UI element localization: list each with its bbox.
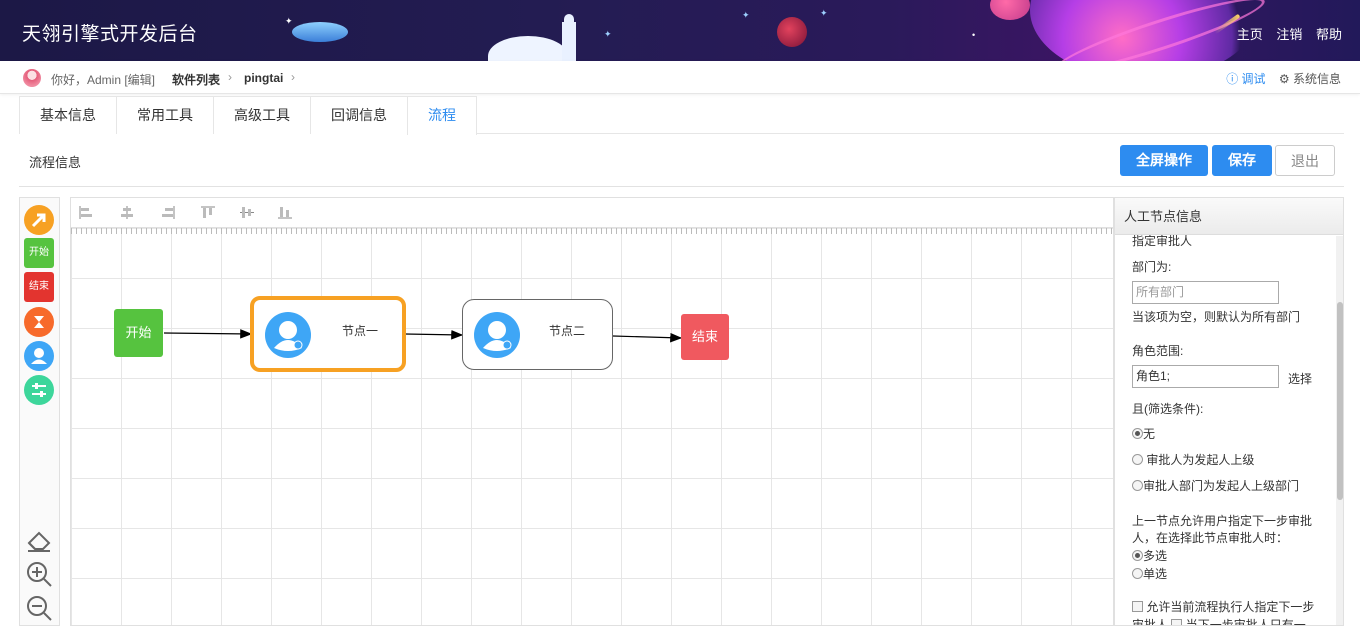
eraser-icon[interactable] <box>25 527 51 553</box>
filter-option-superior[interactable]: 审批人为发起人上级 <box>1132 451 1254 468</box>
connector-node2-end[interactable] <box>612 332 683 343</box>
breadcrumb-software-list[interactable]: 软件列表 <box>172 73 221 87</box>
node-label: 节点一 <box>342 324 379 338</box>
star-decoration: • <box>972 30 976 40</box>
tab-flow[interactable]: 流程 <box>407 96 477 135</box>
next-option-multi[interactable]: 多选 <box>1132 547 1167 564</box>
debug-link[interactable]: ⓘ 调试 <box>1226 72 1266 86</box>
star-decoration: ✦ <box>285 16 293 26</box>
radio-button[interactable] <box>1132 568 1143 579</box>
planet-decoration <box>1030 0 1260 61</box>
avatar[interactable] <box>23 69 41 87</box>
checkbox[interactable] <box>1132 601 1143 612</box>
help-link[interactable]: 帮助 <box>1315 27 1342 42</box>
checkbox[interactable] <box>1171 619 1183 625</box>
app-title: 天翎引擎式开发后台 <box>22 24 198 45</box>
node-label: 节点二 <box>549 324 586 338</box>
lighthouse-decoration <box>562 22 576 61</box>
tab-bar: 基本信息 常用工具 高级工具 回调信息 流程 <box>19 96 1344 135</box>
next-approver-label: 上一节点允许用户指定下一步审批 <box>1132 514 1313 528</box>
user-icon <box>474 312 520 358</box>
next-approver-label-2: 人，在选择此节点审批人时： <box>1132 531 1289 545</box>
chevron-right-icon: › <box>228 70 232 84</box>
align-top-icon[interactable] <box>201 206 215 219</box>
tab-common-tools[interactable]: 常用工具 <box>116 96 214 134</box>
system-info-link[interactable]: ⚙ 系统信息 <box>1278 72 1341 86</box>
filter-option-none[interactable]: 无 <box>1132 425 1155 442</box>
hill-decoration <box>488 36 568 61</box>
flow-canvas[interactable]: 开始 节点一 节点二 结束 <box>70 197 1114 626</box>
home-link[interactable]: 主页 <box>1236 27 1263 42</box>
breadcrumb-app[interactable]: pingtai <box>244 71 284 85</box>
user-icon <box>265 312 311 358</box>
flow-toolbox: 开始 结束 <box>19 197 60 626</box>
planet-decoration <box>777 17 807 47</box>
star-decoration: ✦ <box>820 8 828 18</box>
airship-decoration <box>292 22 348 42</box>
flow-connectors <box>163 329 683 343</box>
align-center-icon[interactable] <box>120 206 134 219</box>
lighthouse-decoration <box>564 14 574 24</box>
ruler <box>71 228 1113 234</box>
fullscreen-button[interactable]: 全屏操作 <box>1120 145 1208 176</box>
breadcrumb: 你好，Admin [编辑] 软件列表 › pingtai › ⓘ 调试 ⚙ 系统… <box>0 61 1360 94</box>
dept-input[interactable]: 所有部门 <box>1132 281 1279 304</box>
star-decoration: ✦ <box>604 29 612 39</box>
radio-button[interactable] <box>1132 480 1143 491</box>
filter-label: 且(筛选条件): <box>1132 402 1204 416</box>
node-properties-panel: 指定审批人 人工节点信息 部门为: 所有部门 当该项为空，则默认为所有部门 角色… <box>1114 197 1344 626</box>
allow-option-2: 审批人 当下一步审批人只有一 <box>1132 616 1306 625</box>
arrow-icon[interactable] <box>24 205 54 235</box>
save-button[interactable]: 保存 <box>1212 145 1272 176</box>
divider <box>19 186 1344 187</box>
dept-label: 部门为: <box>1132 260 1172 274</box>
exit-button[interactable]: 退出 <box>1275 145 1335 176</box>
flow-start-node[interactable]: 开始 <box>114 309 163 357</box>
tab-basic-info[interactable]: 基本信息 <box>19 96 117 134</box>
auto-node-icon[interactable] <box>24 307 54 337</box>
next-option-single[interactable]: 单选 <box>1132 565 1167 582</box>
flow-end-node[interactable]: 结束 <box>681 314 729 360</box>
flow-task-node-1[interactable]: 节点一 <box>250 296 406 372</box>
logout-link[interactable]: 注销 <box>1276 27 1303 42</box>
manual-node-icon[interactable] <box>24 341 54 371</box>
flow-task-node-2[interactable]: 节点二 <box>462 299 613 370</box>
end-tool[interactable]: 结束 <box>24 272 54 302</box>
user-greeting[interactable]: 你好，Admin [编辑] <box>51 73 156 87</box>
role-input[interactable]: 角色1; <box>1132 365 1279 388</box>
panel-title: 人工节点信息 <box>1115 198 1343 235</box>
right-links: ⓘ 调试 ⚙ 系统信息 <box>1226 70 1341 87</box>
header-banner: ✦ ✦ ✦ ✦ • 天翎引擎式开发后台 主页 注销 帮助 <box>0 0 1360 61</box>
start-tool[interactable]: 开始 <box>24 238 54 268</box>
section-title: 流程信息 <box>29 155 82 170</box>
role-select-link[interactable]: 选择 <box>1288 372 1313 386</box>
approver-label: 指定审批人 <box>1132 234 1193 248</box>
align-left-icon[interactable] <box>79 206 93 219</box>
tab-advanced-tools[interactable]: 高级工具 <box>213 96 311 134</box>
align-right-icon[interactable] <box>161 206 175 219</box>
scroll-thumb[interactable] <box>1337 302 1343 500</box>
dept-hint: 当该项为空，则默认为所有部门 <box>1132 310 1301 324</box>
connector-node1-node2[interactable] <box>404 330 464 340</box>
planet-decoration <box>990 0 1030 20</box>
tab-callback-info[interactable]: 回调信息 <box>310 96 408 134</box>
star-decoration: ✦ <box>742 10 750 20</box>
zoom-in-icon[interactable] <box>25 560 52 587</box>
allow-option[interactable]: 允许当前流程执行人指定下一步 <box>1132 598 1314 615</box>
role-label: 角色范围: <box>1132 344 1184 358</box>
radio-button[interactable] <box>1132 550 1143 561</box>
panel-scrollbar[interactable] <box>1336 236 1343 625</box>
chevron-right-icon: › <box>291 70 295 84</box>
connector-start-node1[interactable] <box>163 329 253 339</box>
align-middle-icon[interactable] <box>240 206 254 219</box>
align-bottom-icon[interactable] <box>278 206 292 219</box>
align-toolbar <box>71 198 1113 228</box>
zoom-out-icon[interactable] <box>25 594 52 621</box>
radio-button[interactable] <box>1132 428 1143 439</box>
filter-option-superior-dept[interactable]: 审批人部门为发起人上级部门 <box>1132 477 1299 494</box>
subflow-icon[interactable] <box>24 375 54 405</box>
radio-button[interactable] <box>1132 454 1143 465</box>
top-nav: 主页 注销 帮助 <box>1227 24 1342 43</box>
